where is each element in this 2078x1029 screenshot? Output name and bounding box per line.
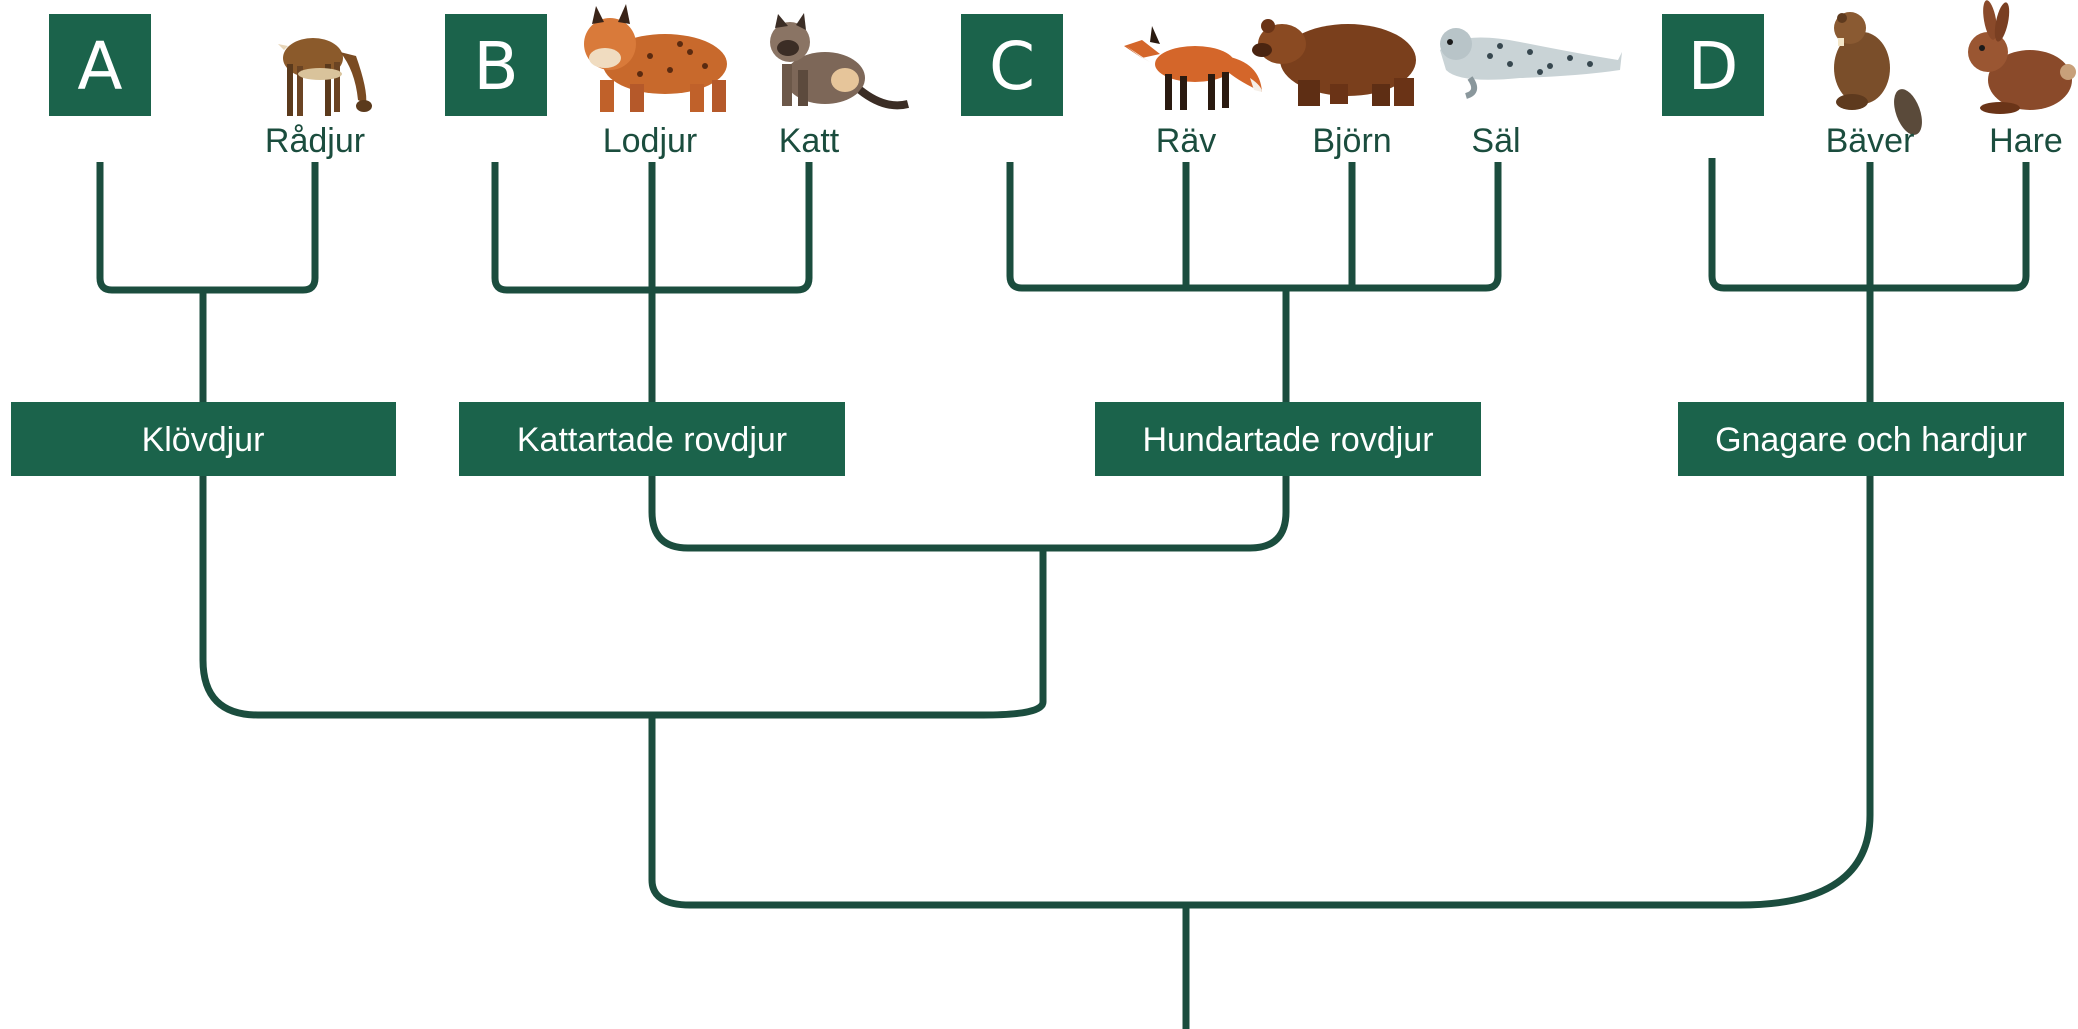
group-label-gnagare: Gnagare och hardjur [1715,421,2027,459]
join-b-c [648,476,1290,552]
animal-label-baver: Bäver [1826,122,1915,160]
letter-box-d: D [1662,14,1764,116]
fox-icon [1124,26,1262,110]
group-label-hundartade: Hundartade rovdjur [1142,421,1433,459]
letter-b: B [473,28,518,105]
group-box-klovdjur: Klövdjur [11,402,396,476]
tree-lines [96,158,2030,1029]
letter-d: D [1688,28,1739,105]
root-join [648,476,1874,909]
join-a-bc [199,476,1047,719]
group-box-kattartade: Kattartade rovdjur [459,402,845,476]
group-box-hundartade: Hundartade rovdjur [1095,402,1481,476]
letter-box-c: C [961,14,1063,116]
animal-label-sal: Säl [1471,122,1520,160]
deer-icon [278,38,372,116]
group-box-gnagare: Gnagare och hardjur [1678,402,2064,476]
animal-label-radjur: Rådjur [265,122,365,160]
lynx-icon [584,4,727,112]
letter-box-a: A [49,14,151,116]
bear-icon [1252,19,1416,106]
letter-c: C [989,28,1035,105]
hare-icon [1968,0,2076,114]
branch-a-left [96,162,319,294]
group-label-kattartade: Kattartade rovdjur [517,421,787,459]
letter-a: A [77,28,122,105]
beaver-icon [1834,12,1922,135]
cat-icon [770,13,910,110]
animal-label-hare: Hare [1989,122,2063,160]
animal-label-katt: Katt [779,122,840,160]
branch-c-bracket [1006,162,1502,292]
seal-icon [1440,28,1622,99]
animal-label-lodjur: Lodjur [603,122,698,160]
animal-label-bjorn: Björn [1312,122,1391,160]
letter-box-b: B [445,14,547,116]
group-label-klovdjur: Klövdjur [142,421,265,459]
animal-label-rav: Räv [1156,122,1216,160]
